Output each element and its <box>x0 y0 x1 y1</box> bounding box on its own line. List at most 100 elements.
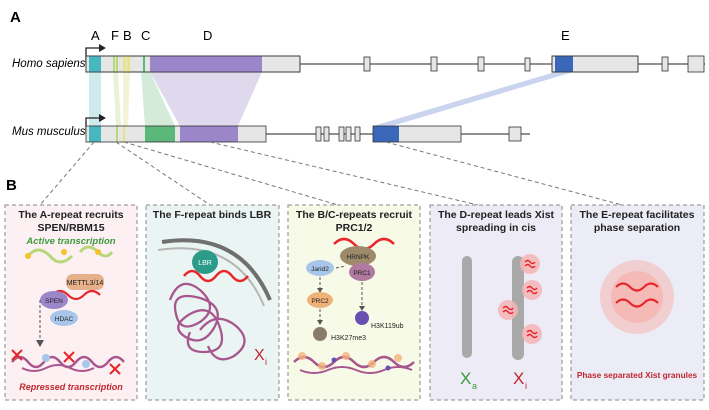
box-bc-orange-3 <box>342 352 350 360</box>
homology-e <box>373 72 573 126</box>
box-a-active-note: Active transcription <box>25 236 115 247</box>
box-a-down-arrowhead <box>36 340 44 347</box>
connector-lines <box>39 141 623 206</box>
box-bc-prc2-blob <box>307 292 333 308</box>
box-e-title-line2: phase separation <box>594 222 680 234</box>
human-exon-3 <box>430 56 438 72</box>
box-f-title: The F-repeat binds LBR <box>153 209 272 221</box>
mouse-exon-2 <box>315 126 322 142</box>
human-a-repeat <box>89 56 101 72</box>
mouse-tss-arrowhead <box>99 114 106 122</box>
box-bc-purple-1 <box>331 357 337 363</box>
box-d-xist-squiggle-4 <box>526 329 538 335</box>
box-bc-jarid2-label: Jarid2 <box>311 266 329 273</box>
mouse-f-repeat <box>116 126 118 142</box>
box-e-granule-core <box>611 271 663 323</box>
homology-b <box>123 72 130 126</box>
box-f-lbr-label: LBR <box>198 260 212 267</box>
box-f-xi-sub: i <box>265 357 267 367</box>
box-a-title-line2: SPEN/RBM15 <box>37 222 104 234</box>
box-a-hdac-label: HDAC <box>55 316 74 323</box>
box-a-repeat: The A-repeat recruits SPEN/RBM15 Active … <box>4 204 138 401</box>
box-f-lbr-blob <box>192 250 218 274</box>
human-exon-2 <box>363 56 371 72</box>
box-d-xi-main: X <box>513 369 524 388</box>
mouse-c-repeat <box>145 126 175 142</box>
region-letter-a: A <box>91 28 100 43</box>
human-d-repeat <box>150 56 262 72</box>
box-f-xi-main: X <box>254 347 265 364</box>
human-exon-6-outline <box>551 55 639 73</box>
box-e-title-line1: The E-repeat facilitates <box>580 209 695 221</box>
box-bc-chromatin <box>293 355 415 369</box>
box-a-active-loops <box>26 248 74 264</box>
box-d-repeat: The D-repeat leads Xist spreading in cis… <box>429 204 563 401</box>
box-d-title-line2: spreading in cis <box>456 222 536 234</box>
box-d-xist-cloud-1 <box>520 254 540 274</box>
human-e-repeat <box>555 56 573 72</box>
box-bc-arrowhead-2 <box>359 306 365 311</box>
human-exon-8 <box>687 55 705 73</box>
box-a-cross-2 <box>63 351 75 363</box>
homology-c <box>141 72 175 126</box>
homology-shading <box>89 72 573 126</box>
box-a-title-line1: The A-repeat recruits <box>18 209 123 221</box>
box-a-repressor-2 <box>82 360 90 368</box>
region-letter-f: F <box>111 28 119 43</box>
box-d-xist-cloud-4 <box>522 324 542 344</box>
panel-b-label: B <box>6 177 17 194</box>
mouse-exon-5 <box>345 126 352 142</box>
region-letter-d: D <box>203 28 212 43</box>
box-bc-title-line2: PRC1/2 <box>336 222 373 234</box>
region-letter-e: E <box>561 28 570 43</box>
homology-d <box>150 72 262 126</box>
region-letter-b: B <box>123 28 132 43</box>
homology-a <box>89 72 101 126</box>
panel-a-label: A <box>10 9 21 26</box>
box-a-spen-label: SPEN <box>45 298 63 305</box>
box-f-lamina <box>161 238 272 301</box>
box-bc-chromatin-2 <box>299 366 413 374</box>
human-f-repeat-2 <box>116 56 118 72</box>
box-bc-title-line1: The B/C-repeats recruit <box>296 209 413 221</box>
box-d-xa-chromosome <box>462 256 472 358</box>
mouse-exon-3 <box>323 126 330 142</box>
box-bc-orange-5 <box>394 354 402 362</box>
box-d-frame <box>429 204 563 401</box>
box-a-spen-blob <box>40 291 68 309</box>
box-d-xist-squiggle-3b <box>502 309 514 315</box>
box-bc-prc1-label: PRC1 <box>353 270 371 277</box>
mouse-exon-7-outline <box>372 125 462 143</box>
box-a-repressed-note: Repressed transcription <box>19 382 123 392</box>
human-b-repeat-1 <box>123 56 126 72</box>
species-mouse-label: Mus musculus <box>12 126 86 138</box>
box-d-xist-squiggle-1 <box>524 259 536 265</box>
box-d-xist-cloud-3 <box>522 280 542 300</box>
mouse-exon-8 <box>508 126 522 142</box>
box-a-chromatin-2 <box>21 364 95 372</box>
connector-a <box>39 141 95 206</box>
box-d-xist-cloud-2 <box>498 300 518 320</box>
human-exon-4 <box>477 56 485 72</box>
box-a-dot-1 <box>25 253 31 259</box>
human-exon-1-outline <box>85 55 301 73</box>
mouse-a-repeat <box>89 126 101 142</box>
box-e-xist-rna-2 <box>615 298 659 308</box>
box-a-hdac-blob <box>50 310 78 326</box>
box-e-repeat: The E-repeat facilitates phase separatio… <box>570 204 705 401</box>
box-bc-jarid2-blob <box>306 260 334 276</box>
box-f-xist-rna <box>183 269 249 283</box>
box-e-note: Phase separated Xist granules <box>577 370 698 380</box>
box-f-chromatin-2 <box>199 317 246 361</box>
box-a-repressor-1 <box>42 354 50 362</box>
box-a-mettl-blob <box>66 274 104 290</box>
mouse-b-repeat <box>123 126 125 142</box>
box-f-repeat: The F-repeat binds LBR LBR X i <box>145 204 280 401</box>
box-d-xist-squiggle-4b <box>526 333 538 339</box>
box-bc-h3k27me3-label: H3K27me3 <box>331 335 366 342</box>
box-bc-prc2-label: PRC2 <box>311 298 329 305</box>
box-bc-prc1-blob <box>349 263 375 281</box>
mouse-e-repeat <box>373 126 399 142</box>
human-tss-arrowhead <box>99 44 106 52</box>
